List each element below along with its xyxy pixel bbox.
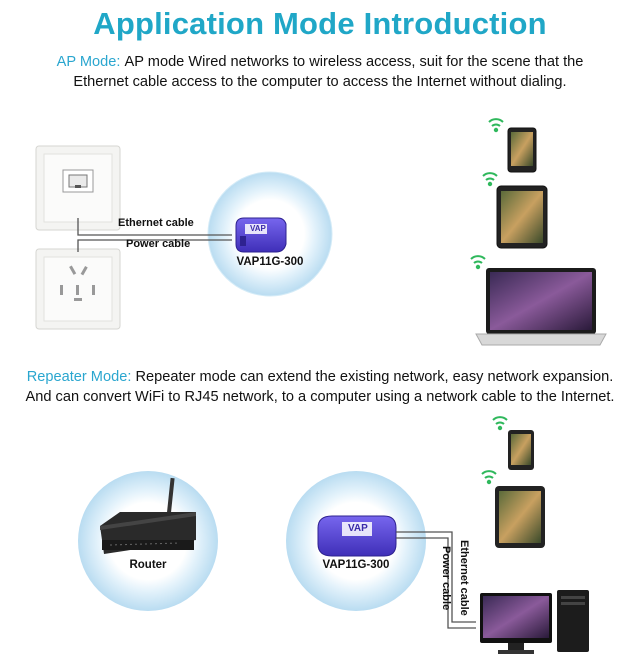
ap-ethernet-cable-label: Ethernet cable: [118, 217, 194, 229]
repeater-phone-icon: [508, 430, 534, 470]
router-icon: [100, 477, 196, 554]
ap-power-cable-label: Power cable: [126, 238, 191, 250]
repeater-ethernet-cable-label: Ethernet cable: [458, 540, 470, 616]
ap-wifi-icon-2: [482, 172, 498, 187]
repeater-mode-label: Repeater Mode:: [26, 369, 132, 385]
repeater-tablet-icon: [495, 486, 545, 548]
laptop-icon: [475, 268, 607, 346]
ap-device-label: VAP11G-300: [236, 256, 304, 268]
ap-wifi-icon-1: [488, 118, 504, 133]
tablet-icon: [496, 185, 548, 249]
repeater-mode-text-line1: Repeater mode can extend the existing ne…: [135, 369, 614, 385]
ap-mode-text-line1: AP mode Wired networks to wireless acces…: [124, 54, 584, 70]
wall-socket-icon: [35, 248, 121, 330]
repeater-wifi-icon-2: [481, 470, 497, 485]
page-title: Application Mode Introduction: [93, 6, 547, 41]
ap-cables: [77, 218, 232, 252]
repeater-device-icon: [317, 515, 397, 557]
ap-mode-label: AP Mode:: [56, 54, 121, 70]
ap-mode-description: AP Mode: AP mode Wired networks to wirel…: [0, 52, 640, 92]
router-label: Router: [129, 559, 167, 571]
ethernet-wall-plate-icon: [35, 145, 121, 231]
phone-icon: [507, 127, 537, 173]
repeater-device-label: VAP11G-300: [322, 559, 390, 571]
repeater-wifi-icon-1: [492, 416, 508, 431]
ap-device-icon: [235, 217, 287, 253]
monitor-icon: [480, 593, 552, 654]
ap-mode-text-line2: Ethernet cable access to the computer to…: [73, 74, 567, 90]
repeater-device-badge: VAP: [348, 523, 368, 534]
repeater-mode-text-line2: And can convert WiFi to RJ45 network, to…: [25, 389, 615, 405]
ap-device-badge: VAP: [250, 224, 266, 233]
repeater-mode-description: Repeater Mode: Repeater mode can extend …: [0, 367, 640, 407]
repeater-cables: [396, 531, 476, 629]
ap-wifi-icon-3: [470, 255, 486, 270]
repeater-power-cable-label: Power cable: [440, 546, 452, 611]
pc-tower-icon: [557, 590, 589, 652]
